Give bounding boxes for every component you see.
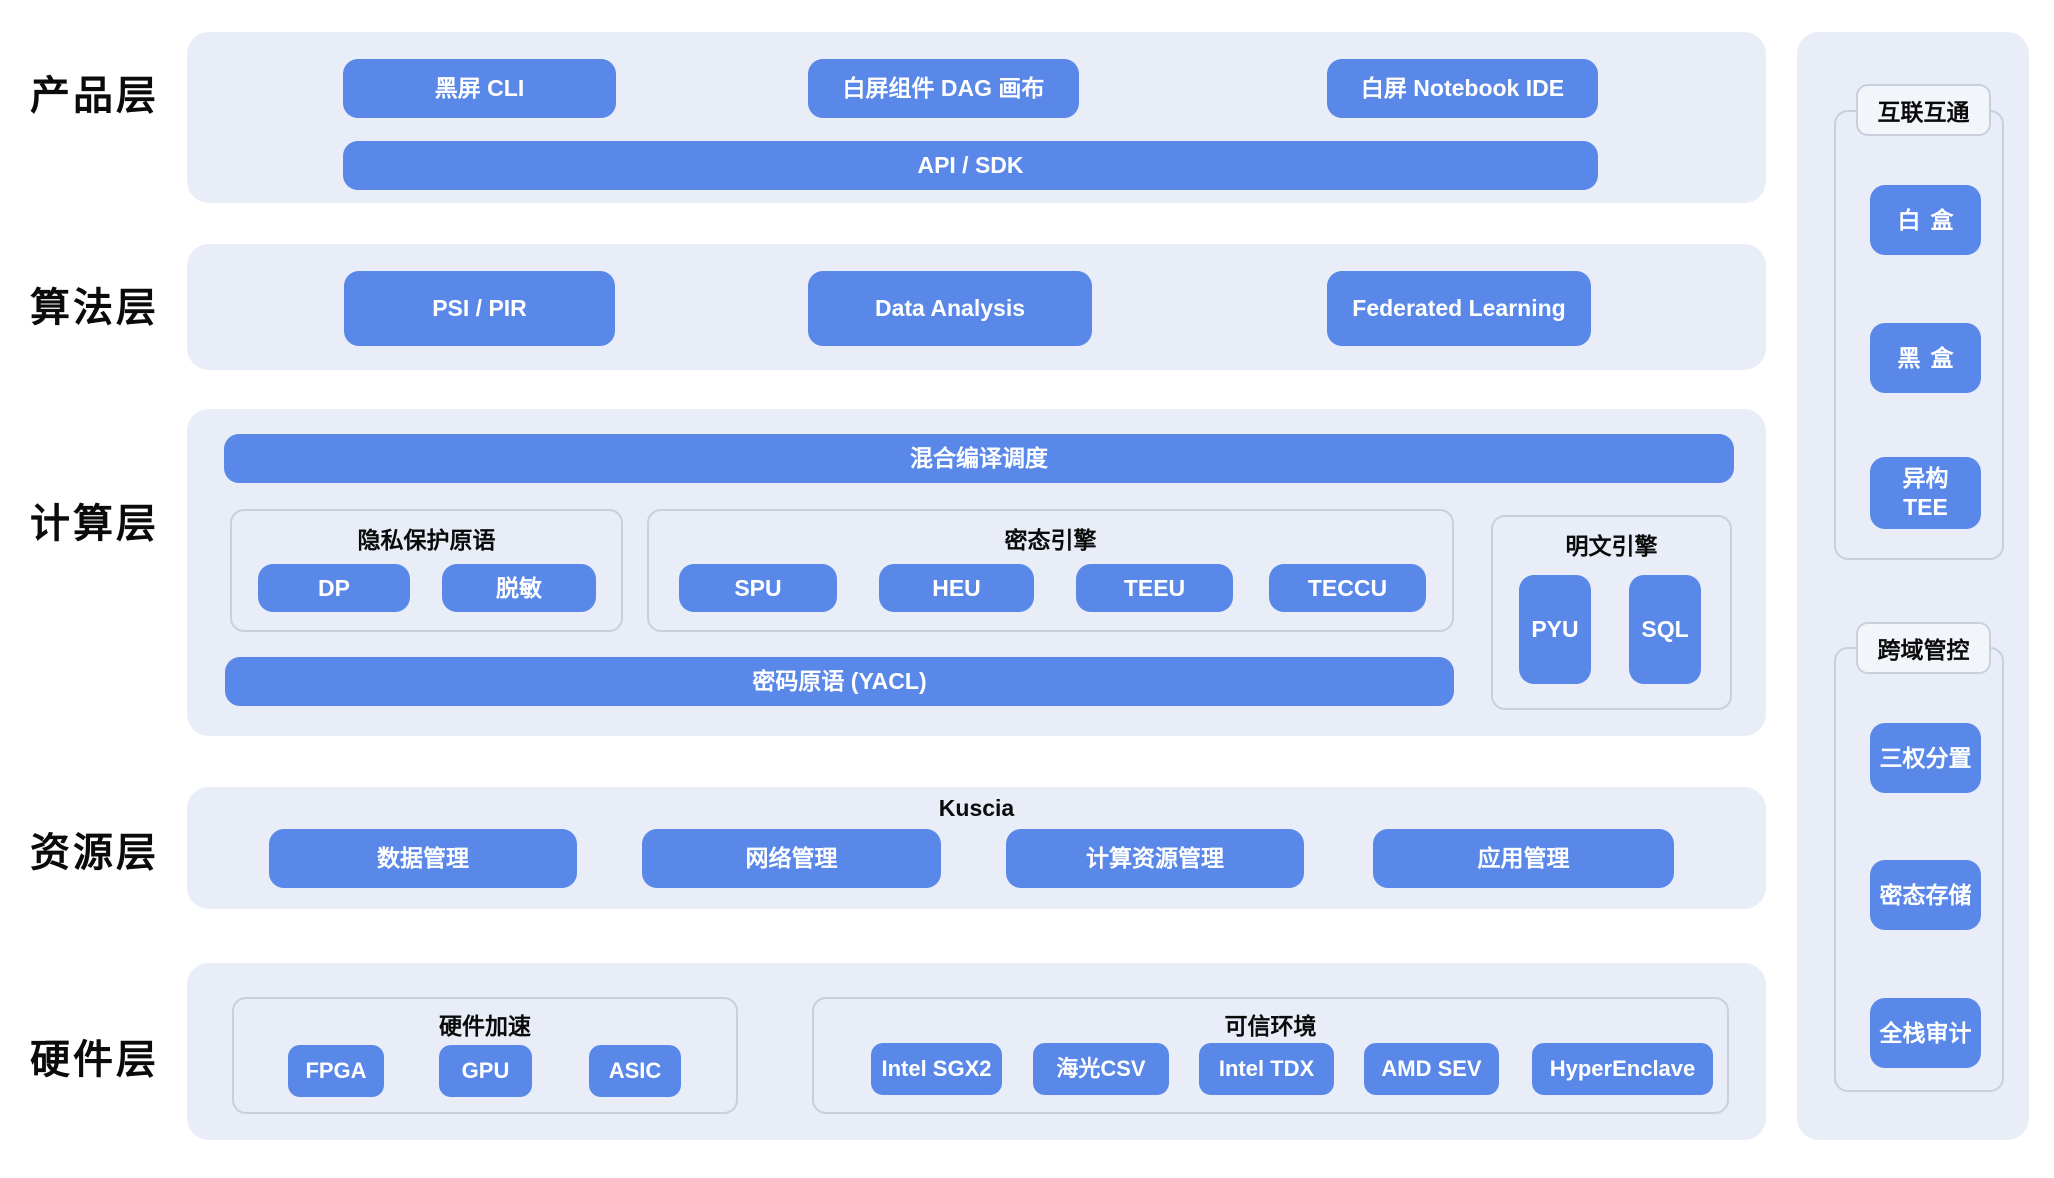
block-encrypted-storage: 密态存储 xyxy=(1870,860,1981,930)
kuscia-label: Kuscia xyxy=(938,795,1015,821)
block-intel-sgx2: Intel SGX2 xyxy=(871,1043,1002,1095)
algorithm-layer-panel: PSI / PIR Data Analysis Federated Learni… xyxy=(187,244,1766,370)
compute-layer-panel: 混合编译调度 隐私保护原语 DP 脱敏 密态引擎 SPU HEU TEEU TE… xyxy=(187,409,1766,736)
block-white-box: 白盒 xyxy=(1870,185,1981,255)
block-network-management: 网络管理 xyxy=(642,829,941,888)
block-dp: DP xyxy=(258,564,410,612)
block-masking: 脱敏 xyxy=(442,564,596,612)
block-black-box: 黑盒 xyxy=(1870,323,1981,393)
block-teeu: TEEU xyxy=(1076,564,1233,612)
block-intel-tdx: Intel TDX xyxy=(1199,1043,1334,1095)
group-privacy-primitives-title: 隐私保护原语 xyxy=(357,527,496,553)
layer-label-resource: 资源层 xyxy=(30,831,159,875)
group-hardware-acceleration-title: 硬件加速 xyxy=(439,1013,531,1039)
block-asic: ASIC xyxy=(589,1045,681,1097)
block-hetero-tee: 异构 TEE xyxy=(1870,457,1981,529)
layer-label-hardware: 硬件层 xyxy=(30,1038,159,1082)
interconnect-title: 互联互通 xyxy=(1856,84,1991,136)
governance-title: 跨域管控 xyxy=(1856,622,1991,674)
block-cli: 黑屏 CLI xyxy=(343,59,616,118)
block-spu: SPU xyxy=(679,564,837,612)
block-three-authority-separation: 三权分置 xyxy=(1870,723,1981,793)
product-layer-panel: 黑屏 CLI 白屏组件 DAG 画布 白屏 Notebook IDE API /… xyxy=(187,32,1766,203)
block-psi-pir: PSI / PIR xyxy=(344,271,615,346)
block-data-management: 数据管理 xyxy=(269,829,577,888)
block-gpu: GPU xyxy=(439,1045,532,1097)
block-fpga: FPGA xyxy=(288,1045,384,1097)
block-sql: SQL xyxy=(1629,575,1701,684)
layer-label-product: 产品层 xyxy=(30,74,159,118)
group-plaintext-engines-title: 明文引擎 xyxy=(1565,533,1658,559)
bar-api-sdk: API / SDK xyxy=(343,141,1598,190)
bar-hybrid-compile-schedule: 混合编译调度 xyxy=(224,434,1734,483)
block-amd-sev: AMD SEV xyxy=(1364,1043,1499,1095)
group-trusted-environment: 可信环境 Intel SGX2 海光CSV Intel TDX AMD SEV … xyxy=(812,997,1729,1114)
block-dag-canvas: 白屏组件 DAG 画布 xyxy=(808,59,1079,118)
group-trusted-environment-title: 可信环境 xyxy=(1224,1013,1317,1039)
block-full-stack-audit: 全栈审计 xyxy=(1870,998,1981,1068)
group-secret-engines: 密态引擎 SPU HEU TEEU TECCU xyxy=(647,509,1454,632)
block-app-management: 应用管理 xyxy=(1373,829,1674,888)
layer-label-compute: 计算层 xyxy=(30,502,159,546)
group-privacy-primitives: 隐私保护原语 DP 脱敏 xyxy=(230,509,623,632)
block-hyperenclave: HyperEnclave xyxy=(1532,1043,1713,1095)
block-federated-learning: Federated Learning xyxy=(1327,271,1591,346)
block-teccu: TECCU xyxy=(1269,564,1426,612)
group-plaintext-engines: 明文引擎 PYU SQL xyxy=(1491,515,1732,710)
layer-label-algorithm: 算法层 xyxy=(30,286,159,330)
block-hygon-csv: 海光CSV xyxy=(1033,1043,1169,1095)
group-secret-engines-title: 密态引擎 xyxy=(1004,527,1097,553)
group-hardware-acceleration: 硬件加速 FPGA GPU ASIC xyxy=(232,997,738,1114)
block-notebook-ide: 白屏 Notebook IDE xyxy=(1327,59,1598,118)
block-data-analysis: Data Analysis xyxy=(808,271,1092,346)
block-heu: HEU xyxy=(879,564,1034,612)
hardware-layer-panel: 硬件加速 FPGA GPU ASIC 可信环境 Intel SGX2 海光CSV… xyxy=(187,963,1766,1140)
block-pyu: PYU xyxy=(1519,575,1591,684)
resource-layer-panel: Kuscia 数据管理 网络管理 计算资源管理 应用管理 xyxy=(187,787,1766,909)
block-compute-resource-management: 计算资源管理 xyxy=(1006,829,1304,888)
sidebar-panel: 互联互通 白盒 黑盒 异构 TEE 跨域管控 三权分置 密态存储 全栈审计 xyxy=(1797,32,2029,1140)
bar-crypto-primitives-yacl: 密码原语 (YACL) xyxy=(225,657,1454,706)
